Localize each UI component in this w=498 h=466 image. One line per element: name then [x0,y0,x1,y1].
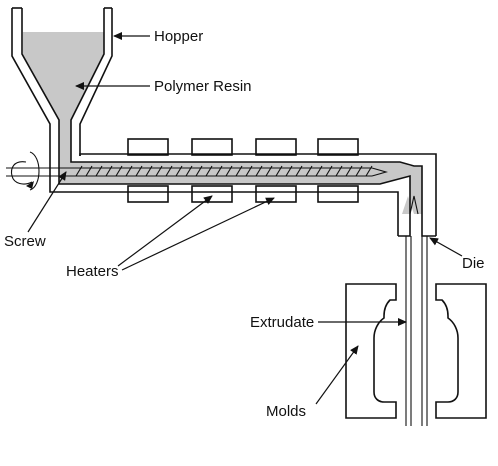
screw-flight [335,165,343,177]
extrudate [405,236,428,426]
molds-label: Molds [266,403,306,420]
barrel [49,153,437,236]
screw-flight [245,165,253,177]
screw-flight [285,165,293,177]
heaters-arrow-2 [121,197,275,271]
die-label: Die [462,255,485,272]
screw-flights [75,165,373,177]
screw-flight [145,165,153,177]
screw-flight [305,165,313,177]
hopper-inner-wall [21,8,60,156]
screw-flight [115,165,123,177]
screw-flight [165,165,173,177]
screw-flight [85,165,93,177]
heaters-top [127,138,359,156]
heaters-arrow-1 [117,195,213,267]
hopper-resin [23,32,104,160]
screw-flight [155,165,163,177]
polymer-resin-label: Polymer Resin [154,78,252,95]
screw-flight [215,165,223,177]
die-arrow [429,237,463,257]
hopper-outer-wall [11,8,51,156]
screw-flight [315,165,323,177]
screw-flight [345,165,353,177]
mold-right [435,283,487,419]
screw-flight [95,165,103,177]
hopper-label: Hopper [154,28,203,45]
screw-arrow [27,171,67,233]
screw [6,151,389,191]
callout-arrows [27,32,463,405]
screw-flight [205,165,213,177]
screw-flight [175,165,183,177]
screw-flight [75,165,83,177]
screw-flight [135,165,143,177]
extrudate-label: Extrudate [250,314,314,331]
hopper [11,7,113,160]
screw-flight [275,165,283,177]
screw-flight [125,165,133,177]
screw-flight [105,165,113,177]
barrel-outer [49,156,399,236]
molds-arrow [315,345,359,405]
screw-label: Screw [4,233,46,250]
screw-flight [355,165,363,177]
screw-flight [265,165,273,177]
screw-flight [195,165,203,177]
screw-flight [235,165,243,177]
heaters-label: Heaters [66,263,119,280]
rotation-arrow-icon [10,161,33,185]
screw-flight [325,165,333,177]
screw-flight [255,165,263,177]
screw-flight [185,165,193,177]
screw-flight [225,165,233,177]
barrel-resin [59,156,422,214]
screw-flight [365,165,373,177]
mold-left [345,283,397,419]
screw-flight [295,165,303,177]
heaters-bottom [127,185,359,203]
